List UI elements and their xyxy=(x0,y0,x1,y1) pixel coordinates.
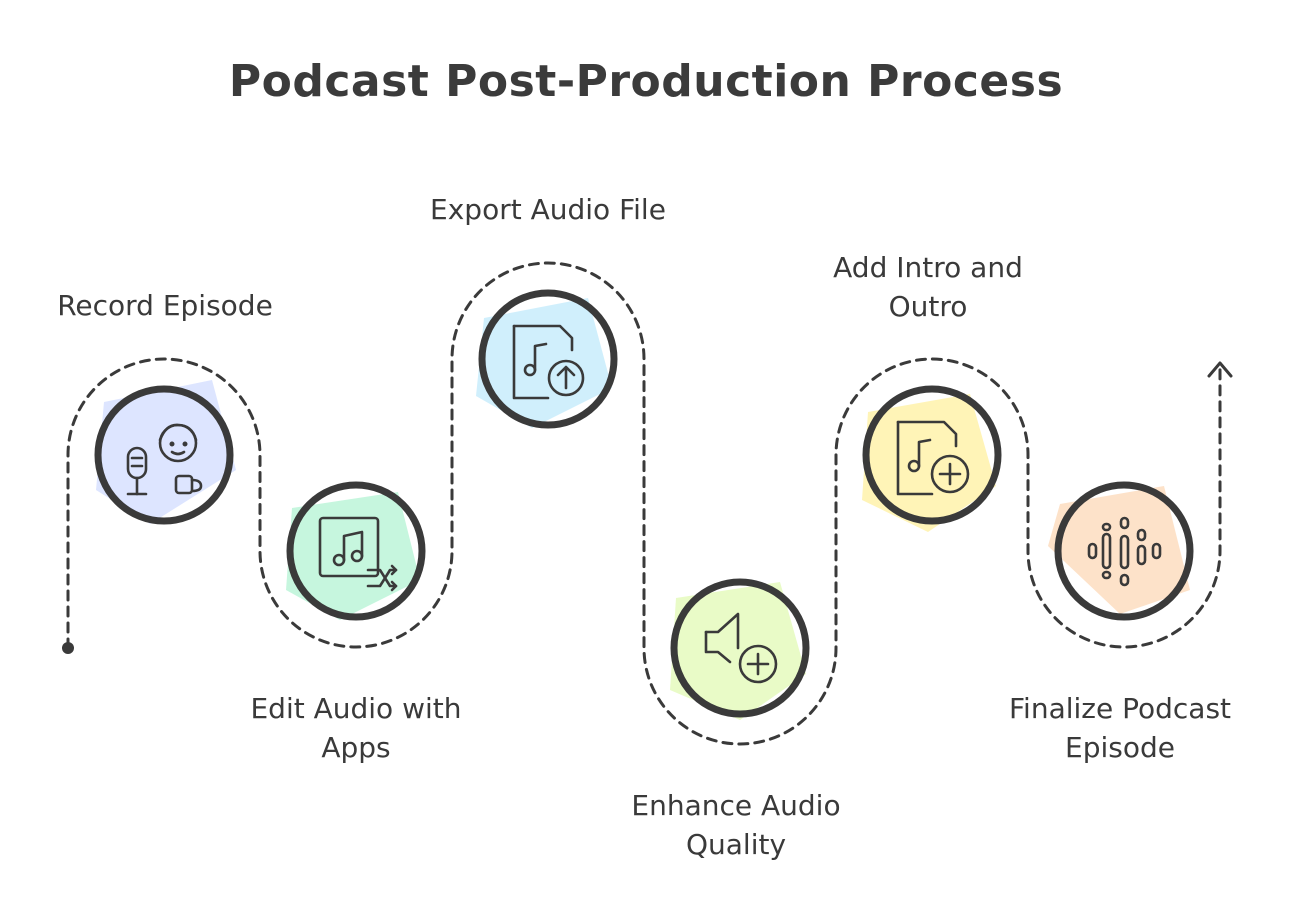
step-label-line: Export Audio File xyxy=(430,193,666,226)
step-label-line: Edit Audio with xyxy=(250,692,462,725)
step-label-line: Quality xyxy=(685,828,787,861)
microphone-person-coffee-icon xyxy=(126,423,203,496)
step-label-line: Record Episode xyxy=(57,289,273,322)
music-file-upload-icon xyxy=(512,324,585,400)
step-label-line: Episode xyxy=(1065,731,1175,764)
step-edit-audio xyxy=(286,481,426,621)
music-file-add-icon xyxy=(896,420,970,496)
step-6-circle xyxy=(1054,481,1194,621)
step-export-audio xyxy=(476,289,618,429)
step-label-record-episode: Record Episode xyxy=(20,286,310,325)
path-start-dot xyxy=(62,642,74,654)
step-2-circle xyxy=(286,481,426,621)
step-3-highlight xyxy=(476,298,612,428)
step-label-line: Finalize Podcast xyxy=(1008,692,1232,725)
step-4-highlight xyxy=(670,582,806,720)
step-add-intro-outro xyxy=(862,385,1002,532)
step-label-line: Enhance Audio xyxy=(631,789,841,822)
step-label-add-intro-outro: Add Intro and Outro xyxy=(778,248,1078,326)
music-shuffle-icon xyxy=(318,516,398,592)
audio-waveform-icon xyxy=(1087,516,1162,587)
page-title: Podcast Post-Production Process xyxy=(228,56,1064,107)
step-5-highlight xyxy=(862,394,996,532)
step-6-highlight xyxy=(1048,486,1190,614)
step-label-line: Outro xyxy=(888,290,968,323)
step-label-edit-audio: Edit Audio with Apps xyxy=(206,689,506,767)
step-enhance-audio xyxy=(670,578,810,720)
step-4-circle xyxy=(670,578,810,718)
step-label-finalize-podcast: Finalize Podcast Episode xyxy=(972,689,1268,767)
step-record-episode xyxy=(94,380,236,525)
step-label-enhance-audio: Enhance Audio Quality xyxy=(586,786,886,864)
step-1-circle xyxy=(94,385,234,525)
step-label-line: Apps xyxy=(321,731,391,764)
step-label-line: Add Intro and xyxy=(833,251,1023,284)
process-path xyxy=(66,261,1222,746)
speaker-add-icon xyxy=(704,612,778,684)
step-finalize-podcast xyxy=(1048,481,1194,621)
step-5-circle xyxy=(862,385,1002,525)
path-end-arrow xyxy=(1207,361,1233,378)
step-label-export-audio: Export Audio File xyxy=(398,190,698,229)
step-3-circle xyxy=(478,289,618,429)
